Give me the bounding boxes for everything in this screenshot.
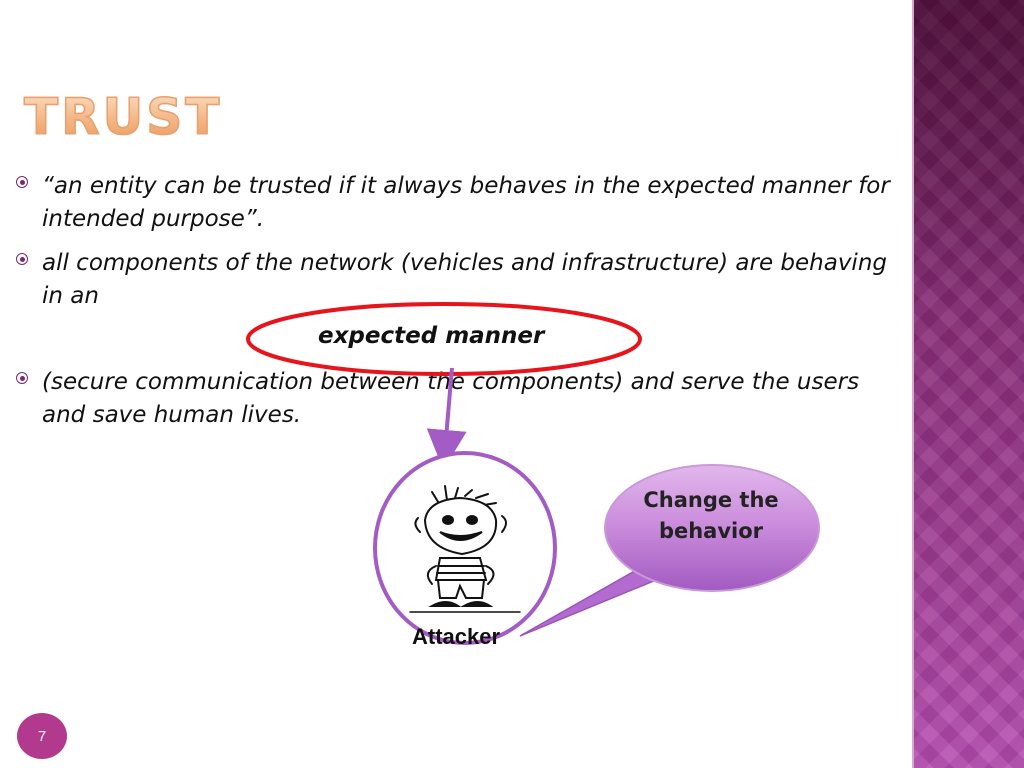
attacker-ellipse [373, 451, 557, 645]
circled-dot-icon [14, 176, 38, 200]
page-number-badge: 7 [17, 713, 67, 759]
decorative-sidebar [912, 0, 1024, 768]
highlight-expected-manner: expected manner [318, 323, 545, 349]
page-number: 7 [37, 727, 47, 745]
attacker-label: Attacker [412, 624, 501, 649]
bullet-item-secure-communication: (secure communication between the compon… [14, 366, 894, 432]
bullet-item-components: all components of the network (vehicles … [14, 247, 894, 313]
circled-dot-icon [14, 372, 38, 396]
circled-dot-icon [14, 253, 38, 277]
slide-title: TRUST [23, 87, 223, 147]
callout-text: Change the behavior [643, 488, 779, 543]
bullet-text: all components of the network (vehicles … [42, 250, 888, 309]
callout-tail [519, 565, 691, 637]
grinning-boy-cartoon-icon [409, 485, 521, 613]
bullet-text: “an entity can be trusted if it always b… [42, 173, 890, 232]
bullet-item-definition: “an entity can be trusted if it always b… [14, 170, 894, 236]
bullet-text: (secure communication between the compon… [42, 369, 860, 428]
